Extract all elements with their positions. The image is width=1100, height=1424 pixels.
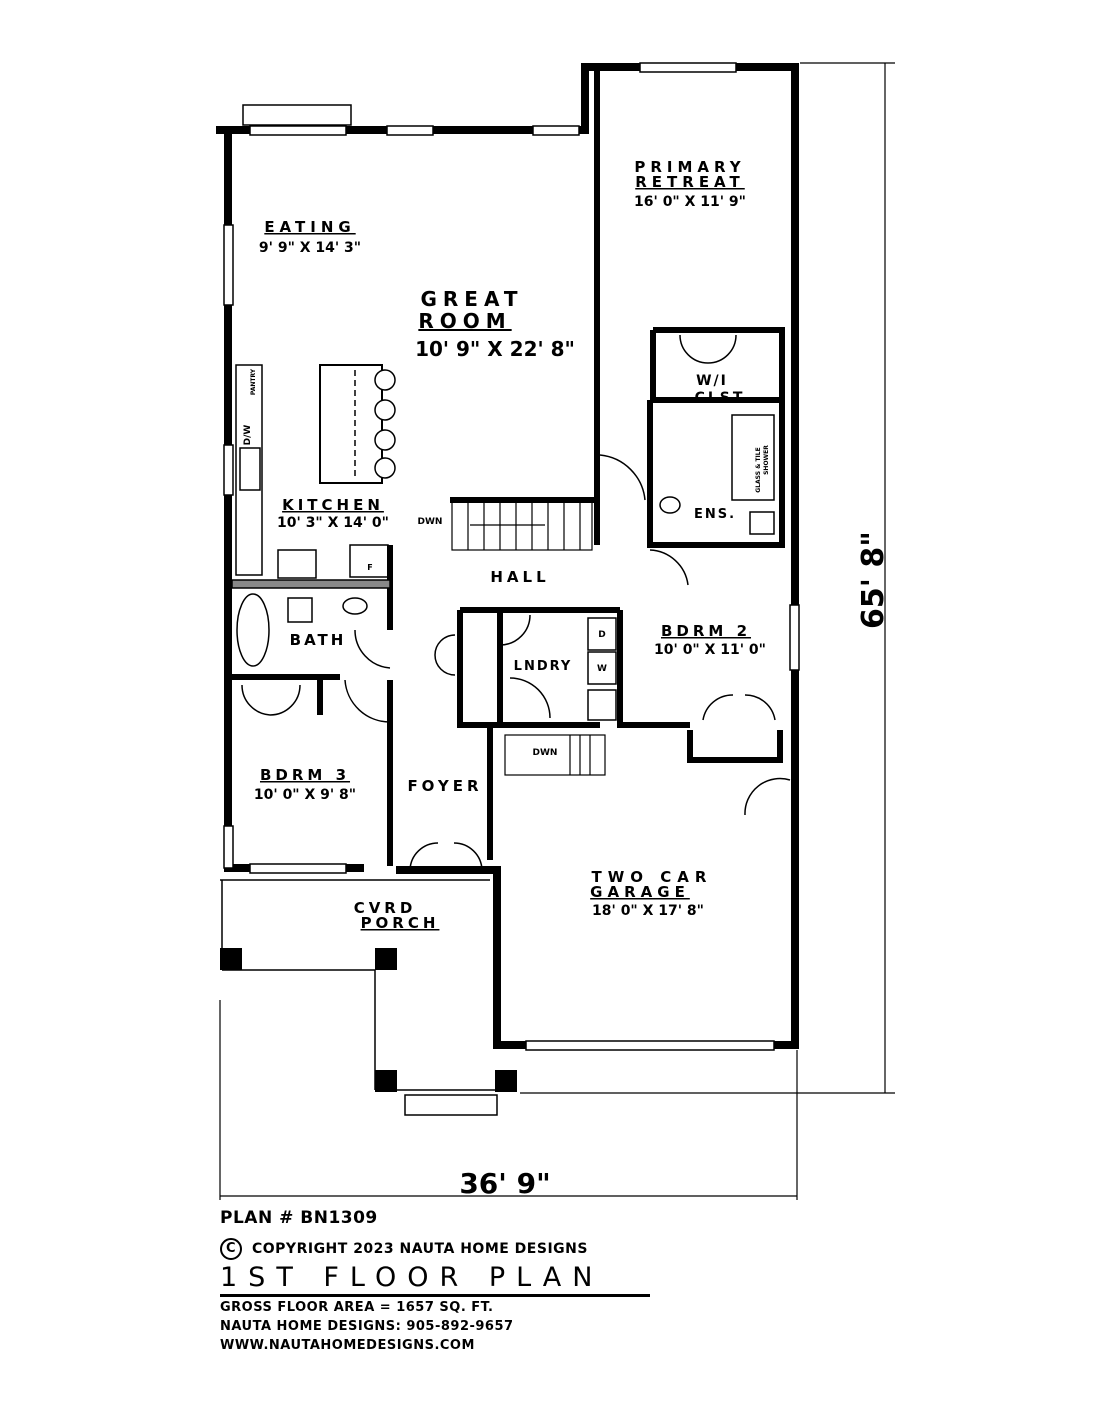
copyright-line: C COPYRIGHT 2023 NAUTA HOME DESIGNS — [220, 1238, 588, 1260]
company-phone: NAUTA HOME DESIGNS: 905-892-9657 — [220, 1319, 514, 1334]
kitchen-size: 10' 3" X 14' 0" — [277, 515, 389, 531]
great-room-label-2: ROOM — [418, 309, 511, 333]
primary-retreat-label-2: RETREAT — [635, 173, 745, 191]
washer — [587, 651, 617, 685]
shower-label-2: SHOWER — [763, 445, 770, 475]
foyer-label: FOYER — [407, 777, 482, 795]
main-stairs-label: DWN — [418, 517, 443, 527]
primary-retreat-label: PRIMARY — [634, 158, 745, 176]
dryer-label: D — [598, 630, 605, 640]
garage-label: TWO CAR — [592, 868, 713, 886]
garage-size: 18' 0" X 17' 8" — [592, 903, 704, 919]
wi-closet-label: W/I — [696, 373, 728, 389]
dryer — [587, 617, 617, 651]
island-stools — [374, 369, 396, 479]
plan-number: PLAN # BN1309 — [220, 1208, 378, 1228]
porch-columns — [220, 948, 517, 1092]
floor-plan-drawing: PRIMARY RETREAT 16' 0" X 11' 9" EATING 9… — [216, 62, 895, 1200]
pantry-label: PANTRY — [250, 368, 257, 395]
bath-label: BATH — [290, 631, 347, 649]
bedroom3-size: 10' 0" X 9' 8" — [254, 787, 356, 803]
copyright-text: COPYRIGHT 2023 NAUTA HOME DESIGNS — [252, 1241, 588, 1257]
great-room-label: GREAT — [420, 287, 523, 311]
garage-stairs — [504, 734, 606, 776]
dishwasher-label: D/W — [243, 425, 253, 446]
bathtub — [236, 593, 270, 667]
gross-floor-area: GROSS FLOOR AREA = 1657 SQ. FT. — [220, 1300, 494, 1315]
ensuite-toilet — [749, 511, 775, 535]
shower-label: GLASS & TILE — [755, 447, 762, 492]
garage-stairs-label: DWN — [533, 748, 558, 758]
bedroom3-label: BDRM 3 — [260, 766, 350, 784]
floor-plan-title: 1ST FLOOR PLAN — [220, 1262, 650, 1297]
porch-step — [404, 1094, 498, 1116]
windows — [223, 62, 800, 1051]
fridge-label: F — [367, 563, 372, 572]
width-dimension: 36' 9" — [459, 1167, 550, 1200]
dimension-lines — [219, 62, 895, 1200]
door-swings — [241, 334, 791, 871]
bedroom2-size: 10' 0" X 11' 0" — [654, 642, 766, 658]
ensuite-sink — [659, 496, 681, 514]
bath-toilet — [287, 597, 313, 623]
wi-closet-label-2: CLST — [695, 390, 746, 406]
copyright-icon: C — [220, 1238, 242, 1260]
exterior-walls — [216, 63, 799, 1049]
hall-label: HALL — [490, 568, 549, 586]
kitchen-island — [319, 364, 383, 484]
kitchen-counters — [231, 364, 391, 589]
depth-dimension: 65' 8" — [856, 531, 891, 629]
great-room-size: 10' 9" X 22' 8" — [415, 337, 575, 361]
laundry-label: LNDRY — [514, 659, 573, 674]
porch-label-2: PORCH — [361, 914, 440, 932]
bedroom2-label: BDRM 2 — [661, 622, 751, 640]
company-website[interactable]: WWW.NAUTAHOMEDESIGNS.COM — [220, 1338, 475, 1353]
eating-label: EATING — [264, 218, 355, 236]
washer-label: W — [597, 664, 607, 674]
garage-label-2: GARAGE — [590, 883, 690, 901]
bath-sink — [342, 597, 368, 615]
kitchen-label: KITCHEN — [282, 496, 384, 514]
main-stairs — [451, 499, 593, 551]
porch-label: CVRD — [354, 899, 417, 917]
ensuite-label: ENS. — [694, 507, 736, 522]
eating-size: 9' 9" X 14' 3" — [259, 240, 361, 256]
bay-window-box — [242, 104, 352, 126]
primary-retreat-size: 16' 0" X 11' 9" — [634, 194, 746, 210]
ensuite-shower — [731, 414, 775, 501]
laundry-tub — [587, 689, 617, 721]
